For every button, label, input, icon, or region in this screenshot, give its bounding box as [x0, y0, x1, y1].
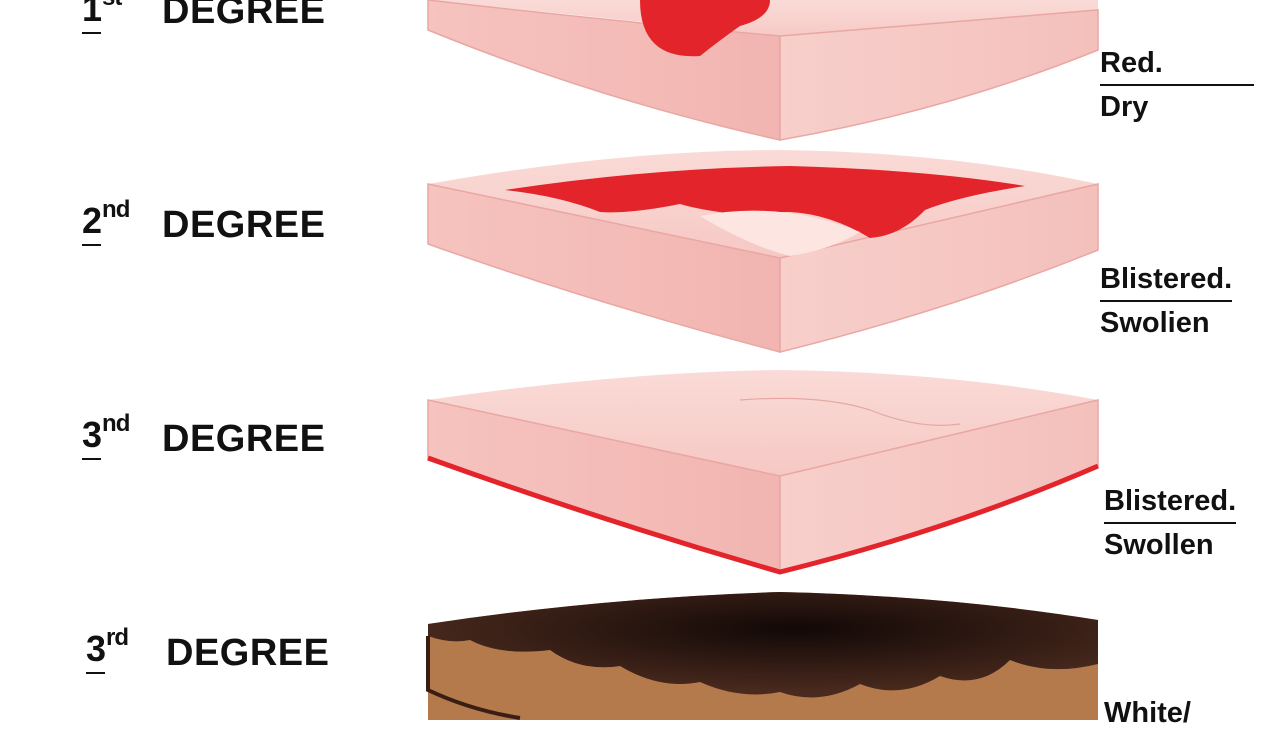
row1-suffix: st — [102, 0, 122, 11]
row4-suffix: rd — [106, 624, 129, 651]
row2-number: 2 — [82, 200, 102, 246]
burn-patch-icon — [505, 166, 1025, 238]
row4-degree-label: DEGREE — [166, 632, 330, 674]
row1-description: Red. Dry — [1100, 42, 1254, 128]
row2-description: Blistered. Swolien — [1100, 258, 1233, 344]
row4-number: 3 — [86, 628, 106, 674]
row2-suffix: nd — [102, 196, 130, 223]
second-degree-skin-block — [427, 150, 1099, 353]
row1-number: 1 — [82, 0, 102, 34]
row3-suffix: nd — [102, 410, 130, 437]
row4-desc-line1: White/ — [1104, 697, 1191, 729]
row2-degree-label: DEGREE — [162, 204, 326, 246]
row3-degree-label: DEGREE — [162, 418, 326, 460]
third-degree-skin-block — [427, 370, 1099, 575]
row3-desc-line2: Swollen — [1104, 529, 1214, 561]
row3-description: Blistered. Swollen — [1104, 480, 1237, 566]
row1-ordinal: 1st — [82, 0, 122, 34]
first-degree-skin-block — [427, 0, 1099, 141]
row1-desc-line1: Red. — [1100, 42, 1254, 86]
charred-tissue-icon — [428, 592, 1098, 698]
row4-description: White/ — [1104, 692, 1191, 734]
row1-desc-line2: Dry — [1100, 91, 1149, 123]
row1-degree-label: DEGREE — [162, 0, 326, 32]
row2-desc-line2: Swolien — [1100, 307, 1210, 339]
row3-number: 3 — [82, 414, 102, 460]
row3-desc-line1: Blistered. — [1104, 480, 1237, 524]
charred-tissue-block — [426, 592, 1098, 720]
row3-ordinal: 3nd — [82, 410, 130, 460]
row2-ordinal: 2nd — [82, 196, 130, 246]
row4-ordinal: 3rd — [86, 624, 129, 674]
burn-patch-icon — [640, 0, 770, 57]
row2-desc-line1: Blistered. — [1100, 258, 1233, 302]
